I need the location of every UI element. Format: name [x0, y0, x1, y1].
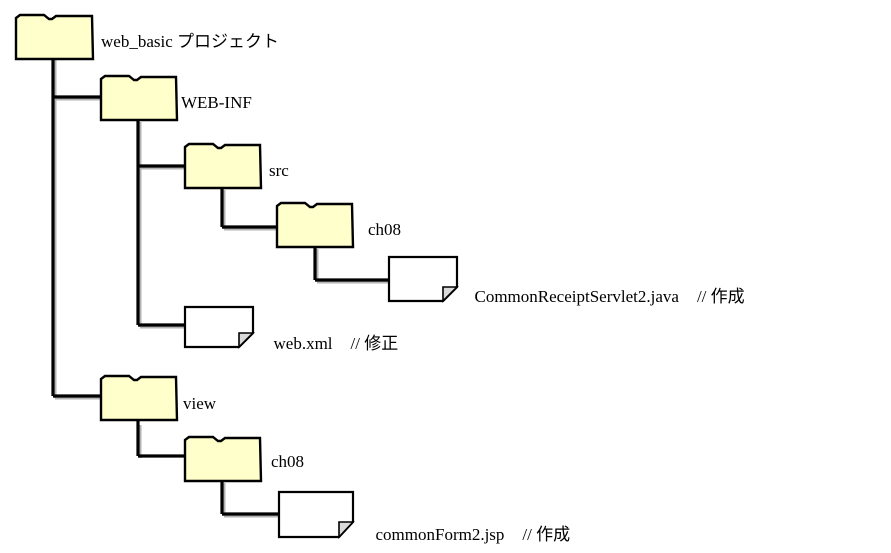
node-label-view: view — [183, 394, 217, 413]
file-name-text: CommonReceiptServlet2.java — [474, 287, 679, 306]
node-label-view-ch08: ch08 — [271, 452, 305, 471]
file-icon[interactable] — [387, 255, 459, 303]
connector-shadows — [53, 59, 390, 518]
file-note-text: // 修正 — [350, 334, 399, 353]
file-note-text: // 作成 — [696, 287, 745, 306]
node-label-web-xml: web.xml // 修正 — [265, 318, 399, 353]
node-label-root: web_basic プロジェクト — [101, 32, 280, 51]
node-label-web-inf: WEB-INF — [181, 93, 252, 112]
connector-strokes — [51, 57, 389, 516]
folder-icon[interactable] — [99, 374, 179, 422]
node-label-src-ch08: ch08 — [368, 220, 402, 239]
folder-icon[interactable] — [183, 435, 263, 483]
file-name-text: commonForm2.jsp — [375, 525, 505, 544]
node-label-jsp-file: commonForm2.jsp // 作成 — [367, 509, 571, 544]
file-note-text: // 作成 — [522, 525, 571, 544]
node-label-servlet-file: CommonReceiptServlet2.java // 作成 — [466, 271, 745, 305]
folder-icon[interactable] — [183, 142, 263, 190]
folder-icon[interactable] — [99, 74, 179, 122]
node-label-src: src — [269, 161, 289, 180]
file-icon[interactable] — [277, 490, 355, 540]
folder-icon[interactable] — [275, 201, 355, 249]
connector-lines — [51, 57, 390, 518]
file-icon[interactable] — [183, 305, 255, 349]
folder-icon[interactable] — [14, 13, 95, 61]
file-name-text: web.xml — [273, 334, 333, 353]
